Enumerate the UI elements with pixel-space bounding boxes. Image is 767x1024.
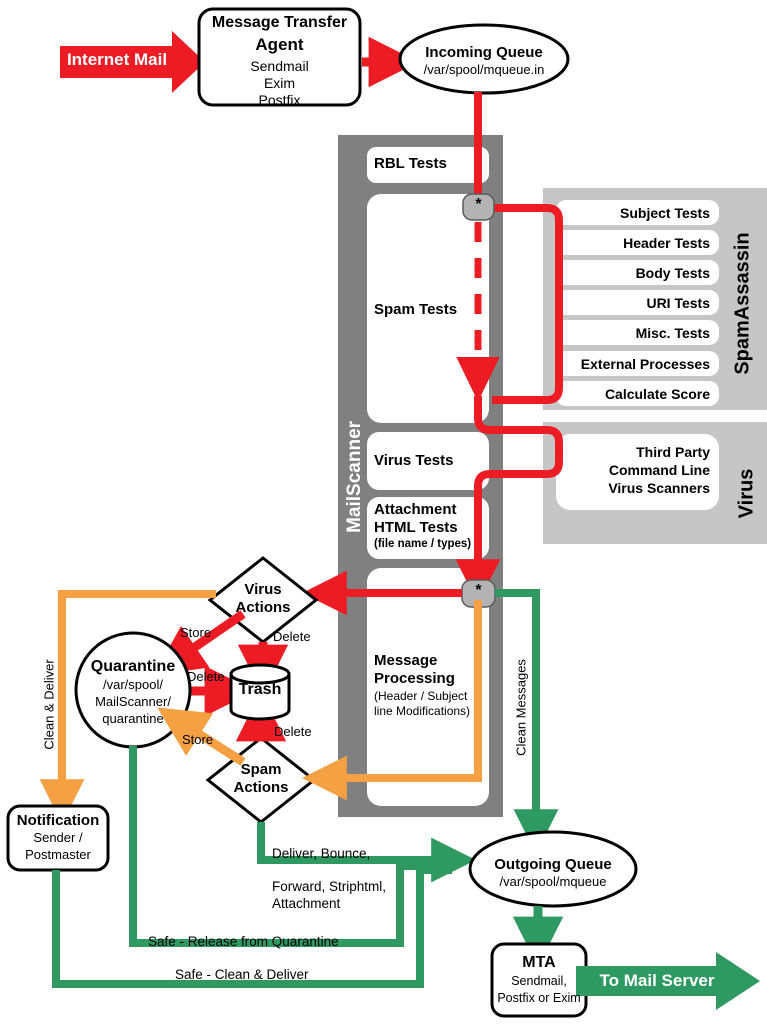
edge-label-delete-virus-trash: Delete — [273, 629, 311, 644]
spamassassin-test-body: Body Tests — [635, 265, 710, 281]
edge-score-to-virus-tests — [455, 396, 563, 605]
edge-label-safe-clean-and-deliver: Safe - Clean & Deliver — [175, 967, 309, 982]
outgoing-queue-path: /var/spool/mqueue — [499, 874, 607, 889]
stage-label-message-processing-line1: Message — [374, 652, 438, 669]
mta-outbound-line2: Postfix or Exim — [497, 991, 581, 1005]
stage-label-rbl-tests: RBL Tests — [374, 155, 447, 172]
edge-label-store-virus: Store — [180, 625, 212, 640]
edge-spamtests-to-spamassassin — [492, 204, 563, 404]
edge-orange-processing-to-spam-actions — [301, 600, 482, 801]
spamassassin-test-subject: Subject Tests — [620, 205, 710, 221]
stage-box-attachment-html-tests — [367, 497, 489, 559]
spamassassin-test-misc: Misc. Tests — [635, 325, 710, 341]
quarantine-path-line3: quarantine — [102, 711, 164, 726]
quarantine-title: Quarantine — [90, 658, 176, 675]
junction-marker-actions: * — [475, 582, 482, 599]
edge-safe-clean-and-deliver — [52, 866, 452, 988]
edge-label-deliver-bounce: Deliver, Bounce, — [272, 846, 371, 861]
virus-scanner-line1: Third Party — [636, 444, 710, 460]
edge-label-delete-spam-trash: Delete — [274, 724, 312, 739]
internet-mail-arrow — [60, 31, 205, 93]
notification-title: Notification — [16, 812, 100, 829]
notification-line2: Postmaster — [25, 847, 91, 862]
spam-actions-label-line2: Actions — [233, 779, 289, 796]
edge-deliver-bounce-to-outgoing — [257, 822, 477, 883]
virus-scanner-pill — [556, 434, 719, 510]
virus-actions-label-line1: Virus — [244, 581, 282, 598]
virus-scanner-line3: Virus Scanners — [608, 480, 710, 496]
spamassassin-test-pills — [556, 200, 719, 406]
incoming-queue-ellipse — [398, 23, 570, 95]
mta-inbound-title-line2: Agent — [255, 35, 304, 54]
spamassassin-test-calculate-score: Calculate Score — [604, 386, 710, 402]
trash-cylinder — [229, 663, 291, 721]
stage-label-message-processing-sub2: line Modifications) — [374, 704, 471, 718]
spamassassin-panel-label: SpamAssassin — [731, 232, 754, 375]
stage-label-attachment-line2: HTML Tests — [374, 519, 458, 536]
outgoing-queue-title: Outgoing Queue — [494, 856, 612, 873]
spamassassin-test-uri: URI Tests — [646, 295, 710, 311]
virus-panel-label: Virus — [735, 468, 758, 519]
edge-label-safe-release-from-quarantine: Safe - Release from Quarantine — [148, 934, 339, 949]
internet-mail-label: Internet Mail — [66, 50, 168, 69]
edge-label-clean-messages: Clean Messages — [513, 659, 529, 756]
edge-label-store-spam: Store — [182, 732, 214, 747]
trash-label: Trash — [238, 681, 282, 698]
spamassassin-test-external-processes: External Processes — [580, 356, 710, 372]
stage-box-rbl-tests — [367, 147, 489, 183]
edge-label-clean-and-deliver: Clean & Deliver — [41, 659, 57, 750]
edge-clean-and-deliver-notification — [39, 590, 216, 825]
spam-actions-label-line1: Spam — [240, 761, 282, 778]
mta-outbound-title: MTA — [522, 954, 556, 971]
stage-label-spam-tests: Spam Tests — [374, 301, 458, 318]
to-mail-server-label: To Mail Server — [599, 971, 715, 990]
incoming-queue-title: Incoming Queue — [425, 44, 543, 61]
stage-box-virus-tests — [367, 432, 489, 490]
junction-node-spam — [462, 193, 495, 221]
stage-label-attachment-sub: (file name / types) — [374, 538, 472, 550]
mta-inbound-box — [197, 7, 362, 107]
edge-clean-messages-to-outgoing — [495, 589, 559, 855]
quarantine-path-line1: /var/spool/ — [103, 677, 163, 692]
junction-marker-spam: * — [475, 196, 482, 213]
mailscanner-panel-label: MailScanner — [344, 420, 366, 533]
edge-label-delete-quarantine-trash: Delete — [187, 669, 225, 684]
edge-label-forward-striphtml-line1: Forward, Striphtml, — [272, 879, 387, 894]
stage-label-message-processing-sub1: (Header / Subject — [374, 689, 468, 703]
mta-inbound-item-postfix: Postfix — [258, 92, 301, 108]
virus-scanner-line2: Command Line — [608, 462, 710, 478]
quarantine-path-line2: MailScanner/ — [95, 694, 171, 709]
incoming-queue-path: /var/spool/mqueue.in — [423, 62, 545, 77]
mta-inbound-title-line1: Message Transfer — [211, 14, 348, 31]
stage-box-message-processing — [367, 568, 489, 806]
notification-line1: Sender / — [33, 830, 83, 845]
outgoing-queue-ellipse — [468, 830, 638, 908]
edge-spam-actions-store-quarantine — [157, 707, 246, 766]
to-mail-server-arrow — [576, 952, 760, 1010]
stage-label-attachment-line1: Attachment — [374, 501, 457, 518]
mta-inbound-item-exim: Exim — [263, 75, 296, 91]
stage-label-virus-tests: Virus Tests — [374, 452, 454, 469]
edge-label-forward-striphtml-line2: Attachment — [272, 896, 341, 911]
mta-outbound-line1: Sendmail, — [511, 974, 567, 988]
mta-inbound-item-sendmail: Sendmail — [250, 58, 309, 74]
edge-virus-actions-store-quarantine — [153, 610, 246, 676]
virus-actions-label-line2: Actions — [235, 599, 291, 616]
stage-label-message-processing-line2: Processing — [374, 670, 455, 687]
spamassassin-test-header: Header Tests — [623, 235, 710, 251]
